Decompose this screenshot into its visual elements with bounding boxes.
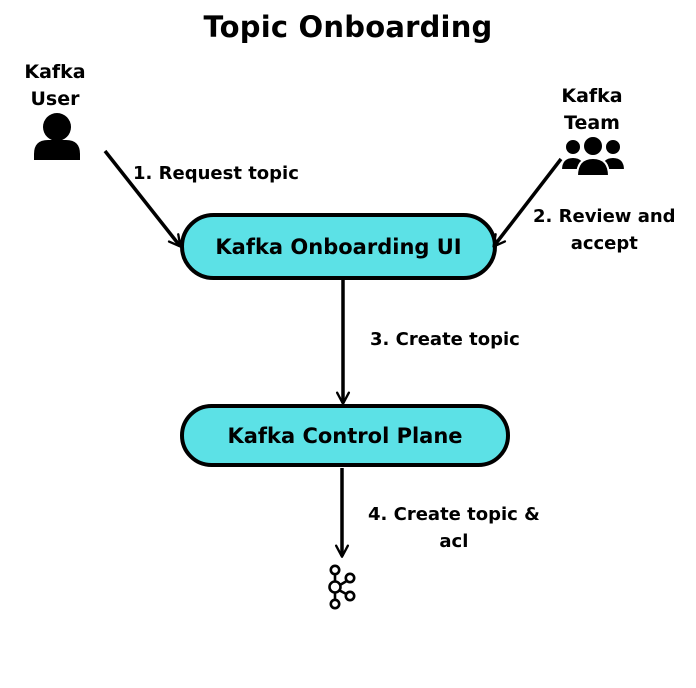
kafka-user-label: Kafka User: [24, 61, 86, 110]
group-icon: [559, 135, 627, 177]
step-4-label: 4. Create topic & acl: [368, 504, 540, 552]
kafka-team-label: Kafka Team: [561, 85, 623, 134]
step-2-label: 2. Review and accept: [533, 206, 676, 254]
diagram-title: Topic Onboarding: [203, 10, 493, 44]
kafka-control-plane-label: Kafka Control Plane: [227, 423, 463, 448]
kafka-onboarding-ui-label: Kafka Onboarding UI: [215, 234, 462, 259]
arrow-team-to-ui: [492, 157, 563, 248]
arrow-user-to-ui: [103, 149, 182, 248]
person-icon: [34, 113, 80, 160]
step-3-label: 3. Create topic: [370, 329, 520, 350]
kafka-onboarding-ui-node: Kafka Onboarding UI: [180, 213, 497, 280]
kafka-logo-icon: [328, 564, 356, 610]
kafka-control-plane-node: Kafka Control Plane: [180, 404, 510, 467]
step-1-label: 1. Request topic: [133, 163, 299, 184]
